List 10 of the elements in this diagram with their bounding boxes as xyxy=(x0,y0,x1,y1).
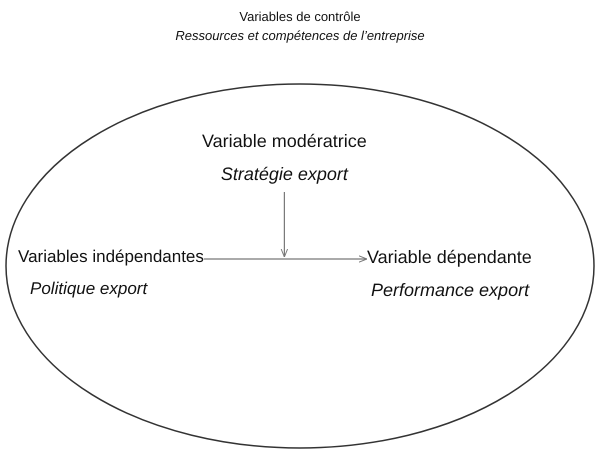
variable-heading: Variable modératrice xyxy=(202,130,367,153)
variable-description: Performance export xyxy=(371,279,530,302)
arrow xyxy=(280,192,288,258)
arrow xyxy=(204,255,368,263)
control-variable-heading: Variables de contrôle xyxy=(239,8,361,26)
variable-description: Politique export xyxy=(30,278,148,300)
variable-description: Stratégie export xyxy=(220,163,348,186)
control-variable-description: Ressources et compétences de l’entreprise xyxy=(175,26,425,45)
variable-heading: Variable dépendante xyxy=(367,246,532,269)
variable-heading: Variables indépendantes xyxy=(18,246,204,268)
